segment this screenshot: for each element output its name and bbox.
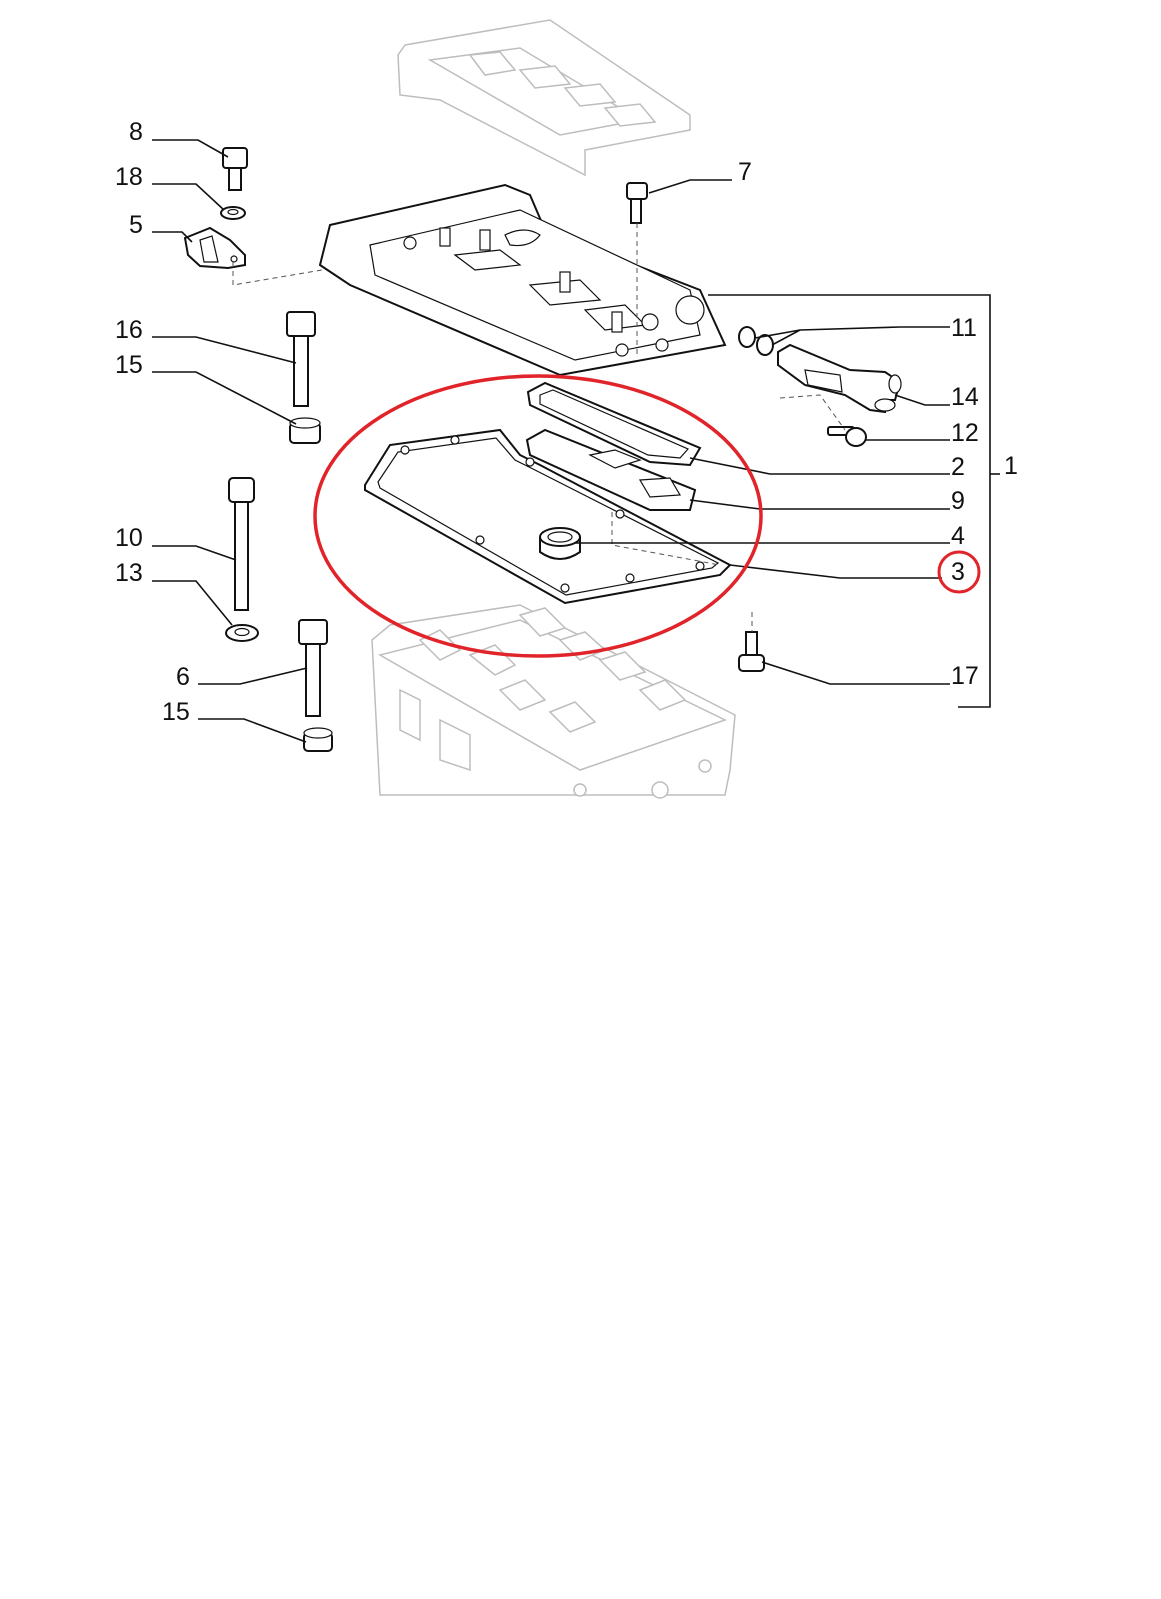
bolt-10-shape [228, 477, 255, 611]
baffle-plate-9-shape [525, 428, 697, 511]
label-4: 4 [951, 522, 965, 550]
label-2: 2 [951, 453, 965, 481]
bolt-16-shape [286, 311, 316, 407]
label-5: 5 [129, 211, 143, 239]
bolt-6-shape [298, 619, 328, 717]
red-highlight [313, 374, 981, 658]
seal-ring-4-shape [539, 527, 581, 560]
label-18: 18 [115, 163, 143, 191]
label-9: 9 [951, 487, 965, 515]
label-15-upper: 15 [115, 351, 143, 379]
label-7: 7 [738, 158, 752, 186]
gasket-2-shape [526, 381, 702, 467]
alignment-lines [232, 223, 846, 632]
label-13: 13 [115, 559, 143, 587]
label-11: 11 [951, 314, 977, 342]
spacer-15-lower-shape [303, 727, 333, 752]
engine-top-cover-shape [397, 19, 691, 177]
label-14: 14 [951, 383, 979, 411]
bolt-17-shape [738, 631, 765, 672]
washer-18-shape [220, 206, 246, 220]
highlight-circle-3 [937, 550, 981, 594]
part-labels: 8 18 5 16 15 10 13 6 15 7 11 14 12 2 1 9… [115, 118, 1018, 726]
label-12: 12 [951, 419, 979, 447]
label-15-lower: 15 [162, 698, 190, 726]
label-10: 10 [115, 524, 143, 552]
spacer-15-upper-shape [289, 417, 321, 444]
washer-13-shape [225, 624, 259, 642]
bolt-7-shape [626, 182, 648, 224]
highlight-ellipse [313, 374, 763, 658]
valve-cover-shape [318, 183, 727, 377]
label-3: 3 [951, 558, 965, 586]
label-8: 8 [129, 118, 143, 146]
label-17: 17 [951, 662, 979, 690]
label-6: 6 [176, 663, 190, 691]
bolt-8-shape [222, 147, 248, 191]
bracket-5-shape [183, 226, 246, 270]
gasket-3-shape [364, 428, 732, 605]
screw-12-shape [827, 426, 867, 447]
label-1: 1 [1004, 452, 1018, 480]
o-rings-11-shape [738, 326, 774, 356]
cylinder-head-shape [371, 604, 736, 799]
label-16: 16 [115, 316, 143, 344]
fitting-14-shape [777, 343, 902, 414]
